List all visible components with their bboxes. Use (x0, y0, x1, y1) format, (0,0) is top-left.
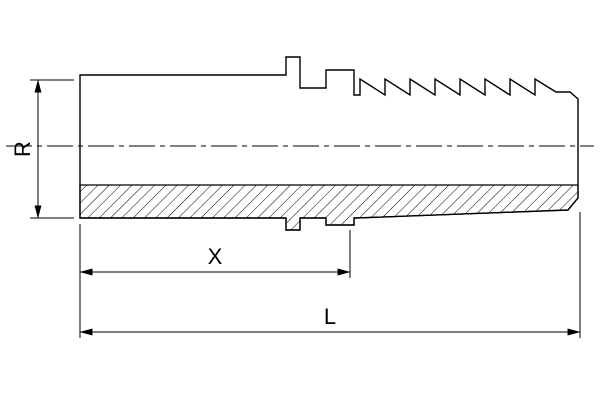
section-hatch (79, 184, 579, 231)
dimension-r (30, 79, 74, 219)
dimension-label-l: L (324, 304, 336, 329)
dimension-l (79, 212, 581, 338)
dimension-label-x: X (208, 244, 223, 269)
dimension-x (79, 230, 351, 278)
dimension-label-r: R (10, 141, 35, 157)
